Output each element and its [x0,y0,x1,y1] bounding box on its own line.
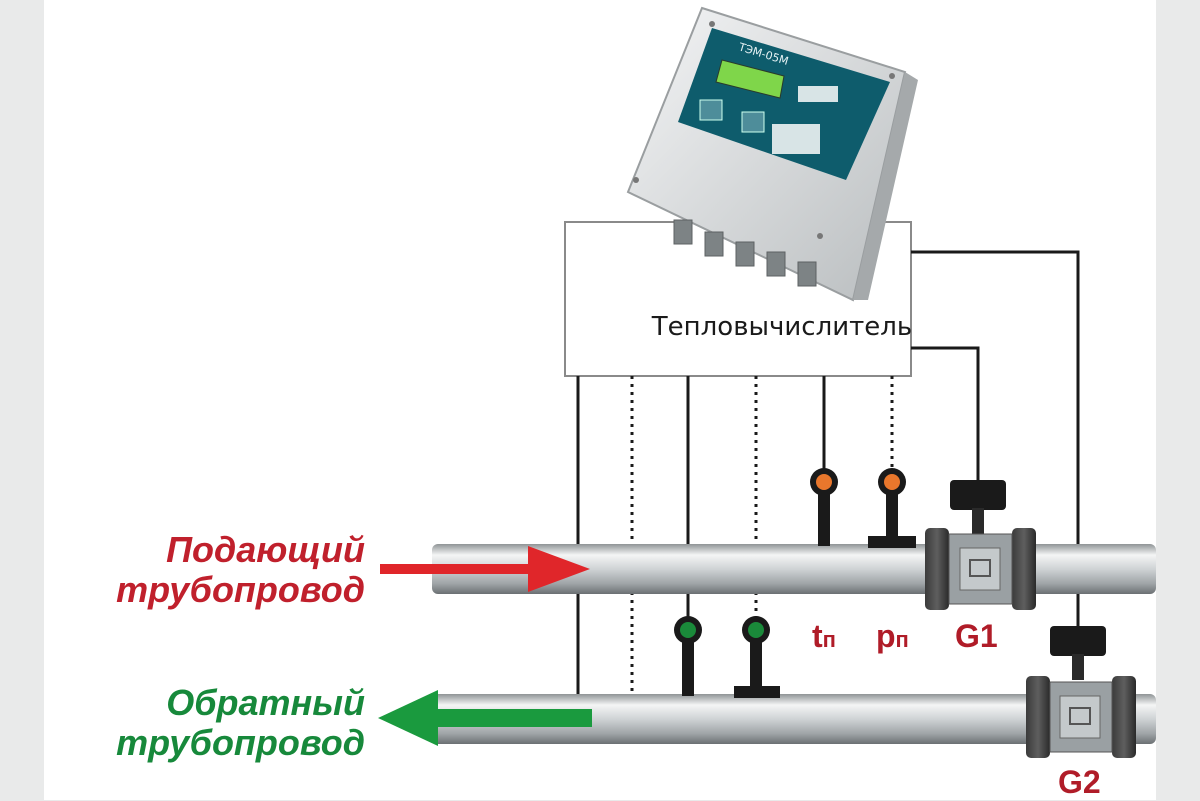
return-pipe-label: Обратный трубопровод [40,683,365,763]
return-pressure-sensor [734,616,780,698]
dotted-signal-lines [630,376,894,694]
calculator-label: Тепловычислитель [651,312,913,342]
flow-meter-g1 [925,480,1036,610]
supply-flow-arrow [380,546,590,592]
flow-meter-g2-label: G2 [1058,764,1101,800]
supply-pipe-label-line1: Подающий [166,529,365,570]
return-pipe-label-line2: трубопровод [116,722,365,763]
temperature-label-sub: п [822,627,836,652]
pressure-sensor-label: pп [876,618,909,655]
supply-temperature-sensor [810,468,838,546]
flow-meter-g2 [1026,626,1136,758]
return-temperature-sensor [674,616,702,696]
pressure-label-sub: п [895,627,909,652]
flow-meter-g1-label: G1 [955,618,998,654]
return-pipe [432,694,1156,744]
diagram-canvas: ТЭМ-05М [44,0,1156,800]
heat-meter-schematic: ТЭМ-05М [378,6,1156,758]
return-flow-arrow [378,690,592,746]
temperature-label-main: t [812,618,823,654]
supply-pipe-label-line2: трубопровод [116,569,365,610]
supply-pressure-sensor [868,468,916,548]
heat-calculator-device: ТЭМ-05М [626,6,918,302]
supply-pipe-label: Подающий трубопровод [40,530,365,610]
pressure-label-main: p [876,618,896,654]
return-pipe-label-line1: Обратный [166,682,365,723]
temperature-sensor-label: tп [812,618,836,655]
